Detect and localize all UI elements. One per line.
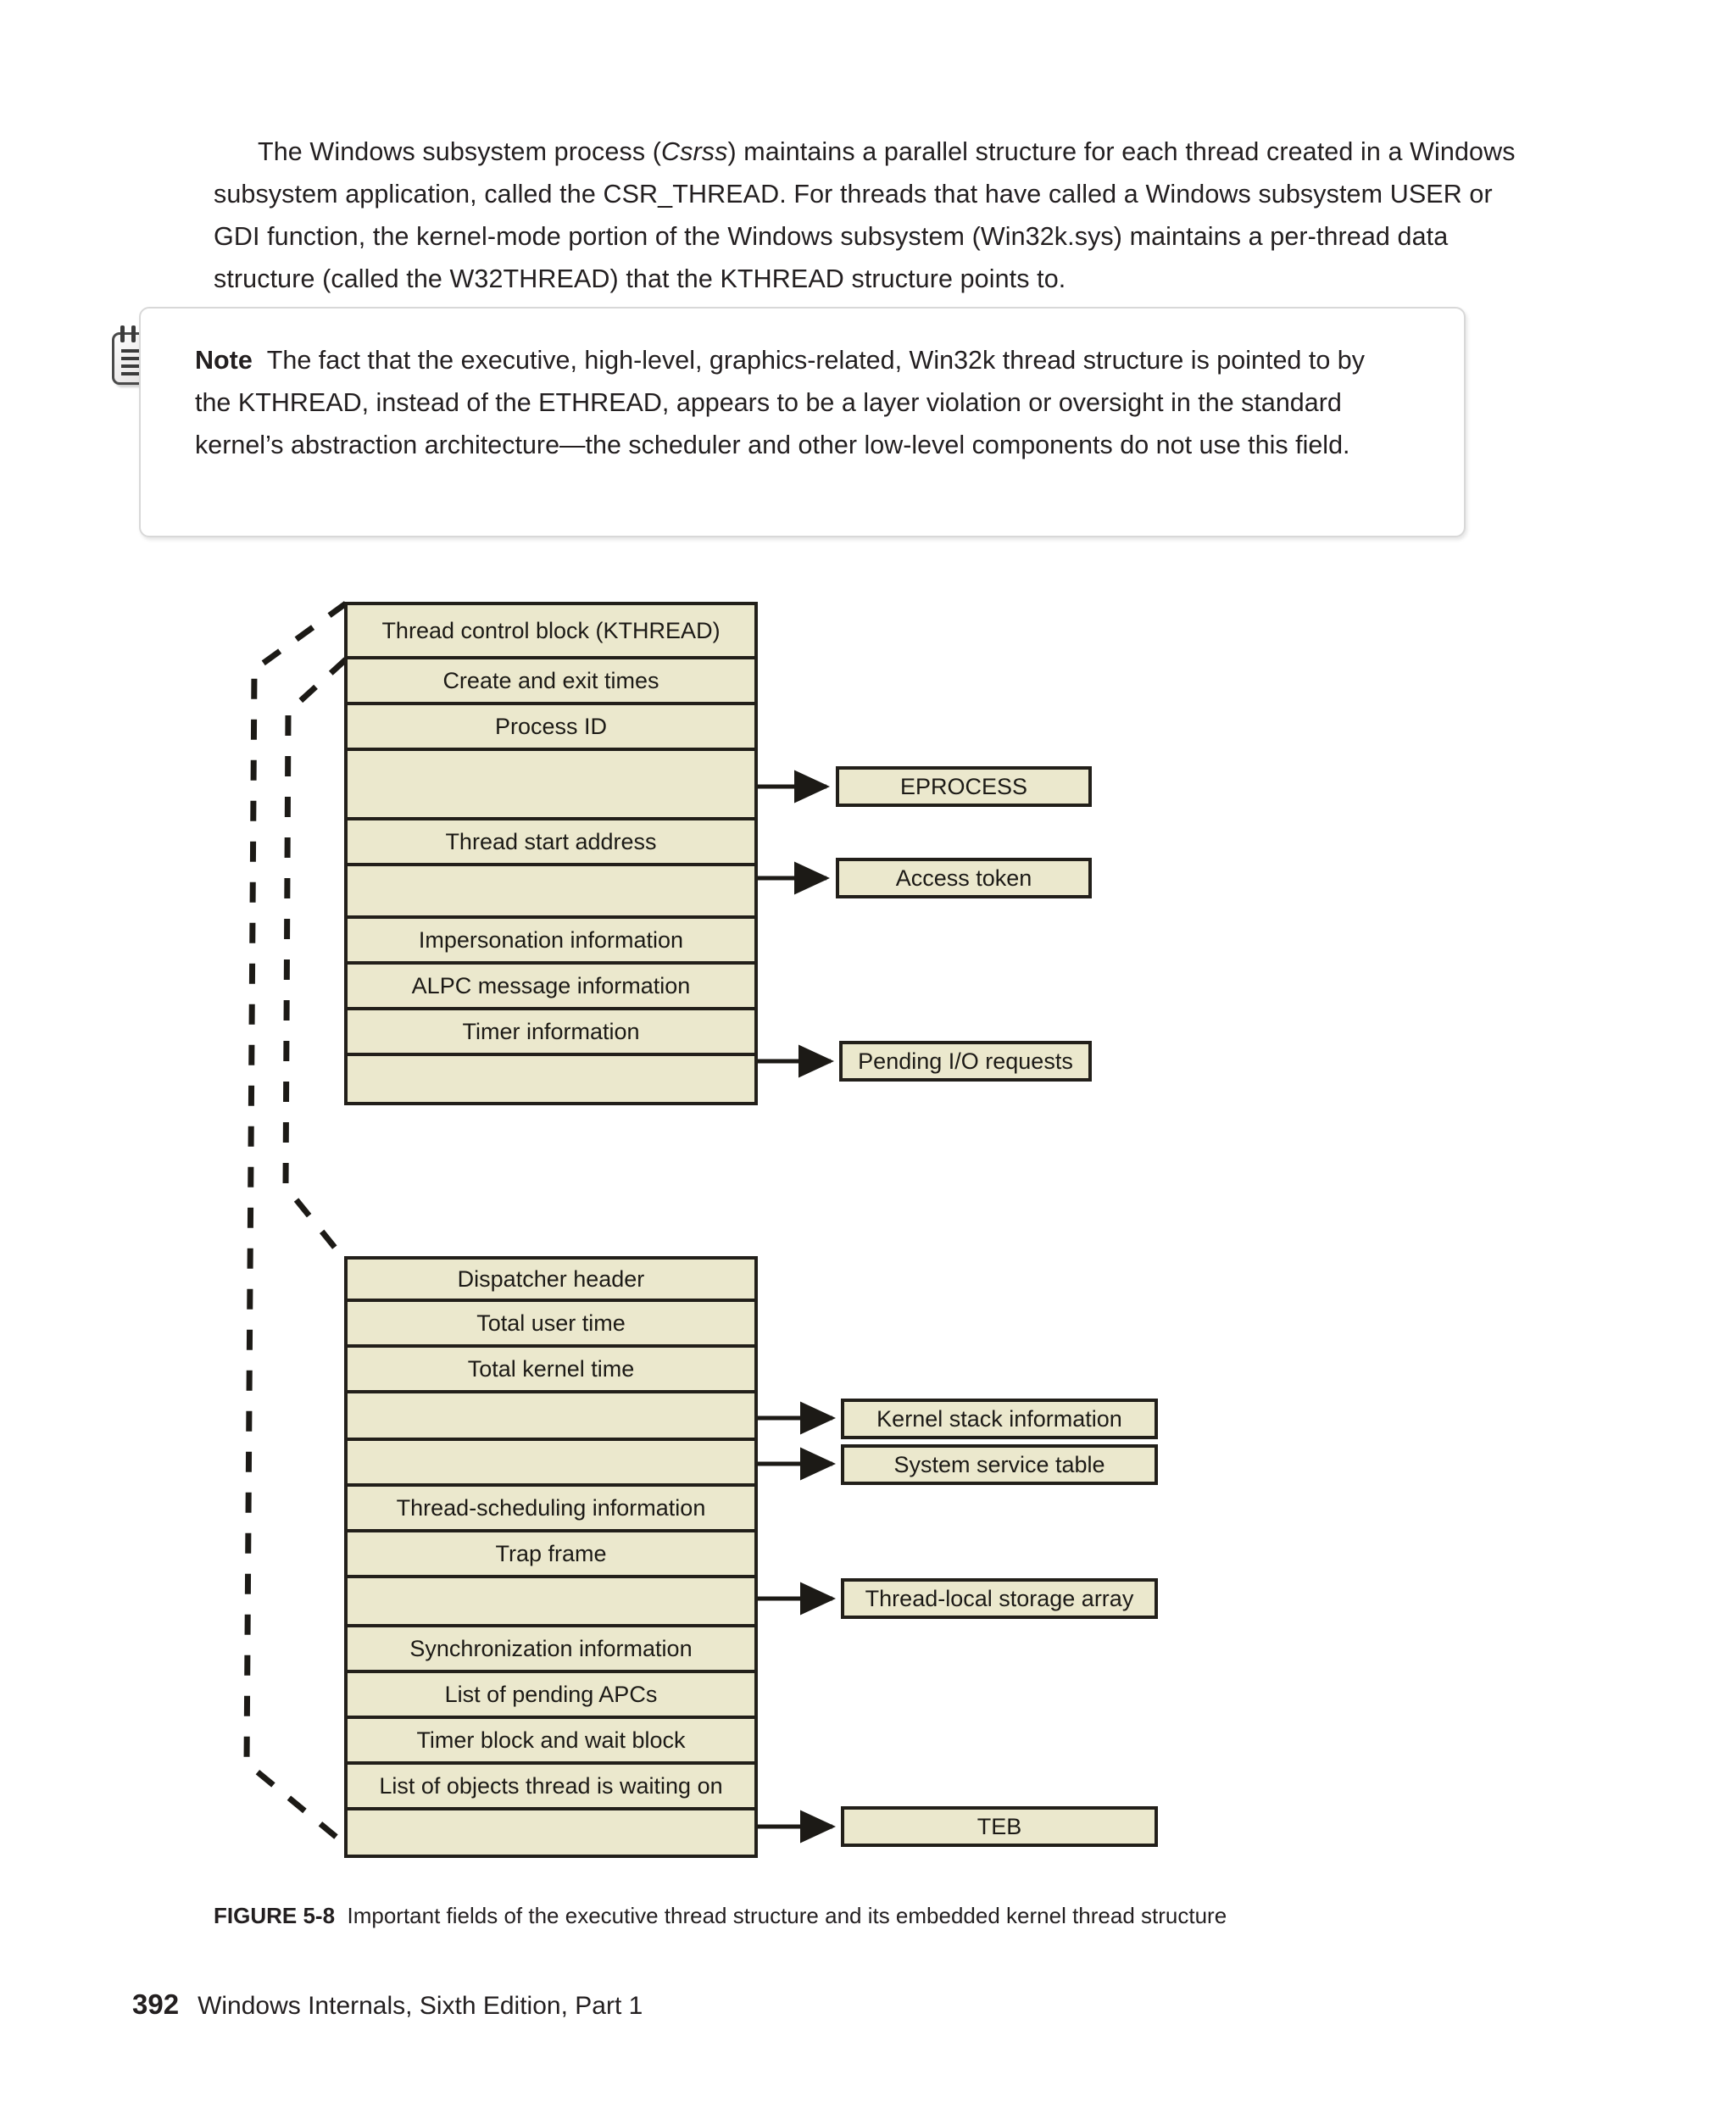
intro-paragraph: The Windows subsystem process (Csrss) ma… <box>214 131 1536 300</box>
ethread-row-thread-start-address: Thread start address <box>344 820 758 866</box>
notepad-ring-icon <box>131 325 136 342</box>
note-content: Note The fact that the executive, high-l… <box>195 339 1399 466</box>
target-box-system-service-table: System service table <box>841 1444 1158 1485</box>
kthread-row-thread-scheduling-information: Thread-scheduling information <box>344 1487 758 1532</box>
target-box-thread-local-storage-array: Thread-local storage array <box>841 1578 1158 1619</box>
target-box-kernel-stack-information: Kernel stack information <box>841 1399 1158 1439</box>
figure-caption: FIGURE 5-8 Important fields of the execu… <box>214 1901 1536 1930</box>
target-box-teb: TEB <box>841 1806 1158 1847</box>
ethread-row-create-exit-times: Create and exit times <box>344 659 758 705</box>
ethread-row-eprocess-pointer <box>344 751 758 820</box>
paragraph-emphasis: Csrss <box>661 136 728 166</box>
ethread-row-timer-information: Timer information <box>344 1010 758 1056</box>
kthread-row-list-of-objects-waiting-on: List of objects thread is waiting on <box>344 1765 758 1810</box>
kthread-row-dispatcher-header: Dispatcher header <box>344 1256 758 1302</box>
kthread-row-list-of-pending-apcs: List of pending APCs <box>344 1673 758 1719</box>
kthread-row-tls-array-pointer <box>344 1578 758 1627</box>
ethread-row-process-id: Process ID <box>344 705 758 751</box>
note-callout-box: Note The fact that the executive, high-l… <box>139 307 1466 537</box>
page-number: 392 <box>132 1988 180 2020</box>
kthread-row-timer-block-and-wait-block: Timer block and wait block <box>344 1719 758 1765</box>
figure-caption-label: FIGURE 5-8 <box>214 1903 336 1928</box>
ethread-row-pending-io-pointer <box>344 1056 758 1105</box>
kthread-row-total-user-time: Total user time <box>344 1302 758 1348</box>
ethread-title-row: Thread control block (KTHREAD) <box>344 602 758 659</box>
kthread-bracket <box>282 657 348 1255</box>
target-box-access-token: Access token <box>836 858 1092 898</box>
figure-caption-text: Important fields of the executive thread… <box>347 1903 1227 1928</box>
kthread-row-system-service-table-pointer <box>344 1441 758 1487</box>
target-box-eprocess: EPROCESS <box>836 766 1092 807</box>
note-body: The fact that the executive, high-level,… <box>195 346 1365 459</box>
kthread-row-synchronization-information: Synchronization information <box>344 1627 758 1673</box>
notepad-ring-icon <box>120 325 125 342</box>
kthread-row-trap-frame: Trap frame <box>344 1532 758 1578</box>
kthread-row-kernel-stack-pointer <box>344 1393 758 1441</box>
ethread-row-access-token-pointer <box>344 866 758 919</box>
ethread-row-alpc-message-information: ALPC message information <box>344 965 758 1010</box>
note-block: Note The fact that the executive, high-l… <box>110 307 1543 561</box>
body-text: The Windows subsystem process (Csrss) ma… <box>214 104 1536 325</box>
kthread-row-total-kernel-time: Total kernel time <box>344 1348 758 1393</box>
page-footer: 392 Windows Internals, Sixth Edition, Pa… <box>132 1988 643 2023</box>
ethread-bracket <box>243 601 348 1842</box>
paragraph-lead: The Windows subsystem process ( <box>258 136 661 166</box>
note-label: Note <box>195 346 253 375</box>
paragraph-rest: ) maintains a parallel structure for eac… <box>214 136 1516 293</box>
running-title: Windows Internals, Sixth Edition, Part 1 <box>198 1992 643 2020</box>
ethread-row-impersonation-information: Impersonation information <box>344 919 758 965</box>
kthread-row-teb-pointer <box>344 1810 758 1858</box>
target-box-pending-io-requests: Pending I/O requests <box>839 1041 1092 1082</box>
